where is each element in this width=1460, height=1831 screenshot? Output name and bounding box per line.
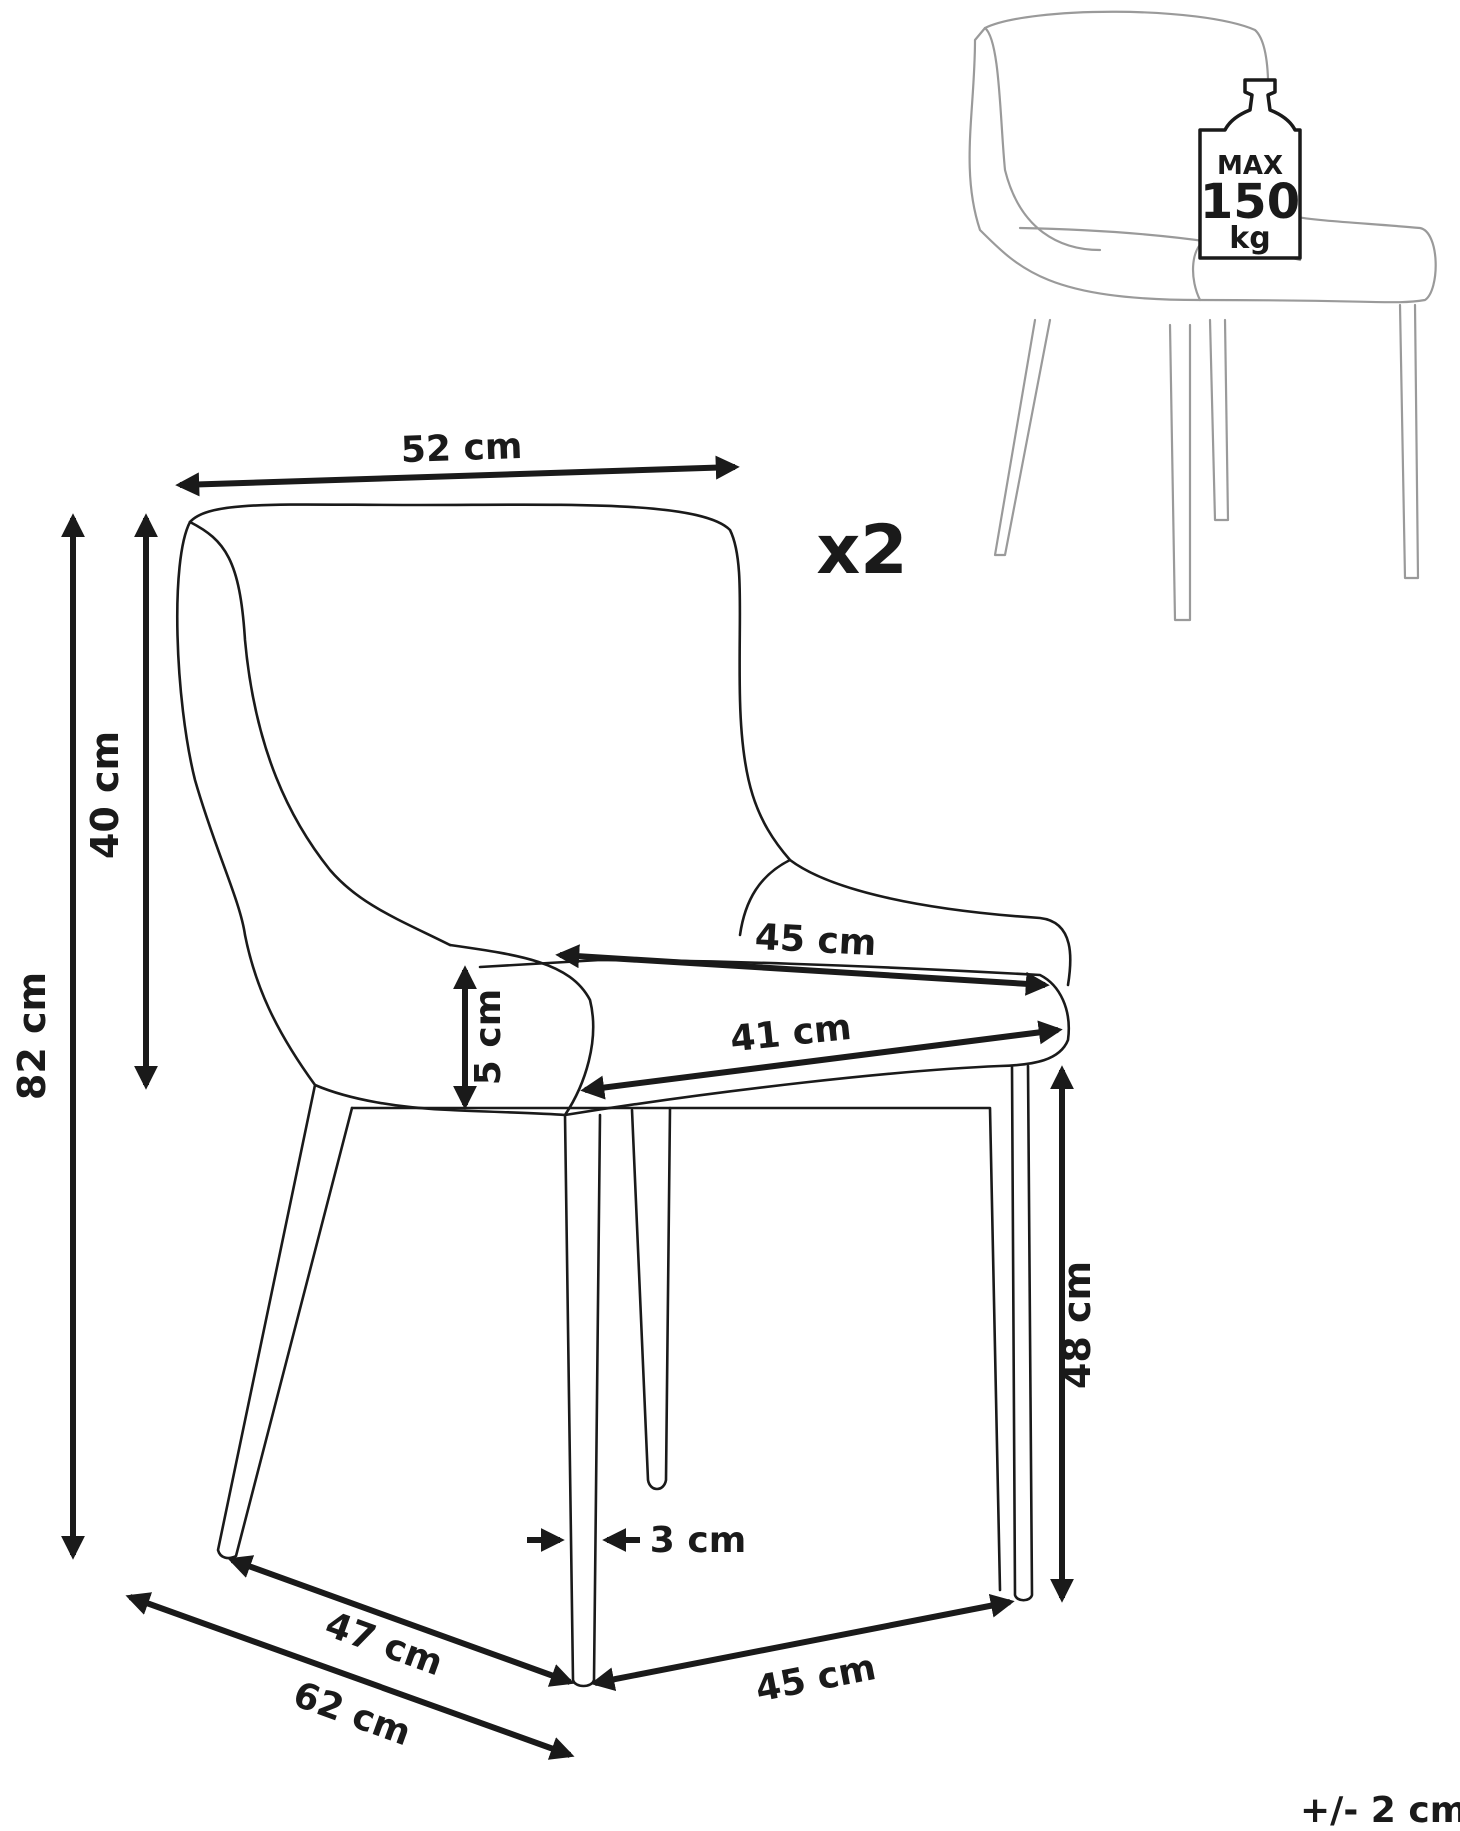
dimension-seat-height-label: 48 cm [1055, 1261, 1099, 1389]
tolerance-note: +/- 2 cm [1300, 1790, 1460, 1826]
dimension-base-side: 47 cm [227, 1555, 575, 1687]
quantity-label: x2 [816, 511, 907, 590]
dimension-backrest-height: 40 cm [83, 513, 158, 1090]
dimension-base-front: 45 cm [590, 1593, 1015, 1710]
dimension-total-height-label: 82 cm [10, 972, 54, 1100]
load-value-label: 150 [1200, 174, 1300, 230]
main-chair-illustration [176, 503, 1072, 1688]
dimension-backrest-height-label: 40 cm [83, 731, 127, 859]
weight-limit-icon: MAX 150 kg [1198, 78, 1302, 260]
load-max-label: MAX [1217, 151, 1283, 181]
dimension-total-depth-label: 62 cm [288, 1674, 416, 1754]
dimension-seat-depth-label: 41 cm [728, 1007, 853, 1060]
dimension-total-height: 82 cm [10, 513, 85, 1560]
dimension-leg-width: 3 cm [527, 1520, 746, 1561]
dimension-seat-thickness: 5 cm [453, 965, 509, 1110]
dimension-seat-width-label: 45 cm [754, 917, 877, 964]
dimension-width-top-label: 52 cm [400, 426, 523, 471]
dimension-seat-width: 45 cm [555, 917, 1050, 996]
dimension-leg-width-label: 3 cm [650, 1520, 746, 1561]
dimension-seat-thickness-label: 5 cm [468, 989, 509, 1085]
reference-chair-illustration: MAX 150 kg [968, 10, 1437, 622]
dimension-seat-depth: 41 cm [580, 1007, 1063, 1100]
dimension-width-top: 52 cm [175, 426, 740, 497]
dimension-seat-height: 48 cm [1050, 1065, 1099, 1603]
dimension-base-front-label: 45 cm [752, 1647, 879, 1710]
load-unit-label: kg [1229, 221, 1270, 256]
